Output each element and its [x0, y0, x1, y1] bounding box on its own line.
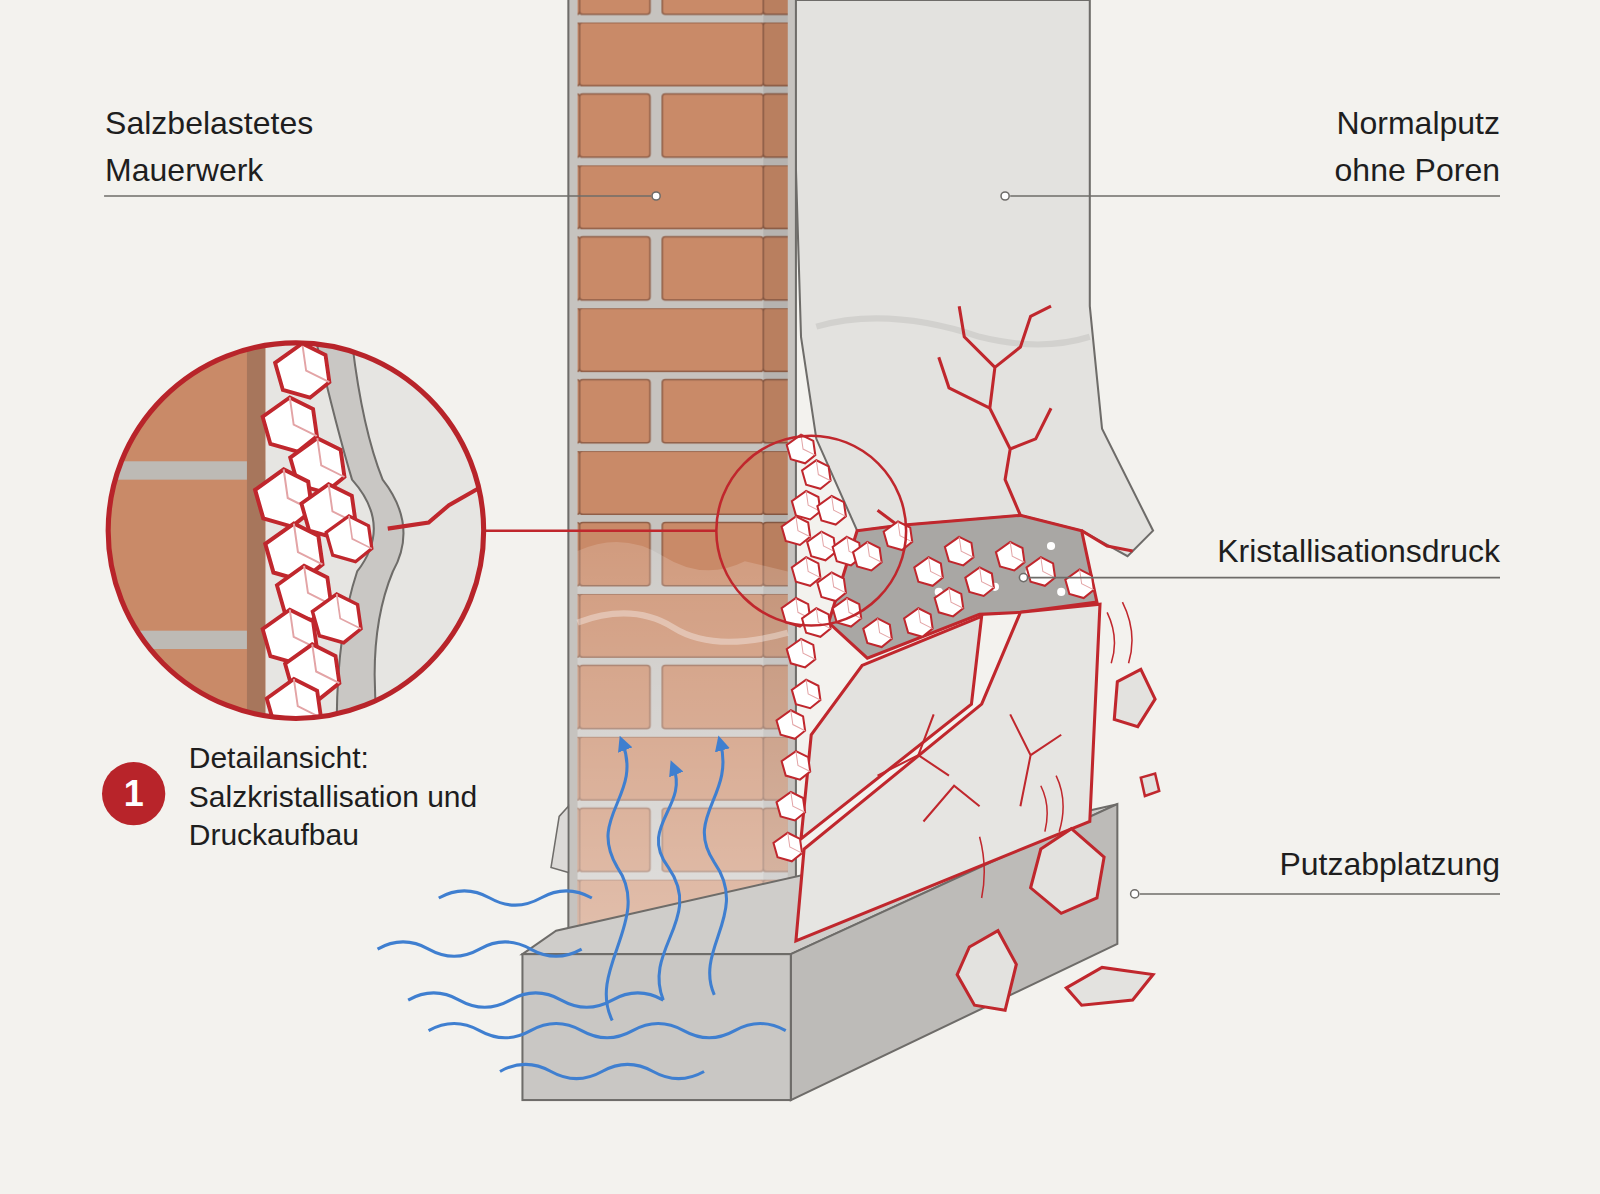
pressure-zone-part	[1057, 588, 1065, 596]
part-label: Putzabplatzung	[1279, 843, 1500, 886]
salt-crystals-part	[996, 542, 1025, 571]
salt-crystals-part	[863, 618, 892, 647]
detail-callout-part-part	[102, 461, 265, 479]
fragments	[957, 669, 1159, 1010]
detail-callout-part-part	[312, 594, 361, 643]
moisture-arrows-part	[408, 993, 663, 1007]
masonry-wall-part	[551, 806, 568, 872]
salt-crystals-part	[1027, 557, 1056, 586]
salt-crystals-part	[782, 751, 811, 780]
salt-crystals-part	[792, 557, 821, 586]
moisture-arrows-part	[658, 767, 679, 1000]
detail-callout-part	[716, 436, 906, 626]
masonry-wall-part	[568, 0, 796, 939]
spalling-plaster	[796, 602, 1132, 941]
detail-callout-part	[108, 343, 484, 719]
plaster-intact	[791, 0, 1153, 556]
plaster-intact-part	[816, 318, 1089, 344]
leader-lines	[104, 192, 1500, 898]
salt-crystals-part	[773, 833, 802, 862]
base-slab-part	[522, 954, 790, 1100]
moisture-arrows-part	[704, 743, 726, 995]
salt-crystals-part	[945, 537, 974, 566]
plaster-intact-part	[791, 0, 1153, 556]
salt-crystals-part	[802, 608, 831, 637]
detail-callout-part-part	[102, 337, 265, 725]
cracks	[878, 306, 1133, 551]
spalling-plaster-part	[878, 714, 1062, 821]
leader-lines-part	[652, 192, 660, 200]
salt-crystals-part	[787, 639, 816, 668]
fragments-part	[1066, 967, 1153, 1005]
salt-crystals-part	[904, 608, 933, 637]
leader-lines-part	[1010, 195, 1500, 197]
salt-crystals-part	[777, 792, 806, 821]
detail-callout-part-part	[267, 679, 321, 733]
salt-crystals-part	[807, 532, 836, 561]
detail-callout-part	[485, 529, 717, 532]
detail-callout-part-part	[102, 337, 490, 725]
salt-crystals-part	[777, 710, 806, 739]
part-label: Kristallisationsdruck	[1217, 530, 1500, 573]
leader-lines-part	[1131, 890, 1139, 898]
salt-crystals-part	[792, 680, 821, 709]
detail-callout-part-part	[102, 631, 265, 649]
moisture-arrows-part	[378, 942, 582, 956]
leader-lines-part	[1029, 577, 1500, 579]
detail-callout-part-part	[247, 337, 265, 725]
pressure-zone-part	[1047, 542, 1055, 550]
leader-lines-part	[104, 195, 651, 197]
cracks-part	[878, 306, 1133, 551]
salt-crystals-part	[884, 521, 913, 550]
salt-crystals-part	[782, 516, 811, 545]
leader-lines-part	[1140, 893, 1500, 895]
fragments-part	[1141, 774, 1159, 796]
salt-crystals-part	[853, 542, 882, 571]
leader-lines-part	[1019, 574, 1027, 582]
callout-circle-shape	[102, 762, 165, 825]
masonry-wall-part	[578, 0, 788, 939]
detail-callout-part-part	[275, 343, 329, 397]
fragments-part	[957, 931, 1016, 1011]
part-label: Normalputz ohne Poren	[1260, 100, 1500, 194]
detail-callout-part	[102, 337, 490, 734]
detail-callout-part-part	[326, 516, 372, 562]
fragments-part	[1114, 669, 1155, 726]
detail-callout-part-part	[388, 488, 480, 529]
salt-crystals-part	[802, 460, 831, 489]
moisture-arrows-part	[500, 1064, 704, 1078]
salt-crystals-part	[817, 573, 846, 602]
fragments-part	[1031, 829, 1104, 914]
salt-crystals-part	[935, 588, 964, 617]
moisture-arrows-part	[606, 743, 628, 1021]
masonry-wall-part	[578, 613, 788, 641]
callout-number-text: 1	[101, 761, 166, 826]
masonry-wall-part	[578, 542, 788, 939]
salt-crystals-part	[1065, 569, 1094, 598]
detail-caption: Detailansicht: Salzkristallisation und D…	[189, 739, 499, 855]
callout-number: 1	[101, 761, 166, 826]
moisture-arrows-part	[439, 891, 592, 905]
salt-crystals-part	[914, 557, 943, 586]
detail-callout	[102, 337, 906, 734]
part-label: Salzbelastetes Mauerwerk	[105, 100, 375, 194]
salt-crystals	[773, 435, 1093, 862]
salt-crystals-part	[817, 496, 846, 525]
salt-crystals-part	[965, 567, 994, 596]
leader-lines-part	[1001, 192, 1009, 200]
salt-crystals-part	[792, 491, 821, 520]
moisture-arrows-part	[429, 1024, 786, 1038]
